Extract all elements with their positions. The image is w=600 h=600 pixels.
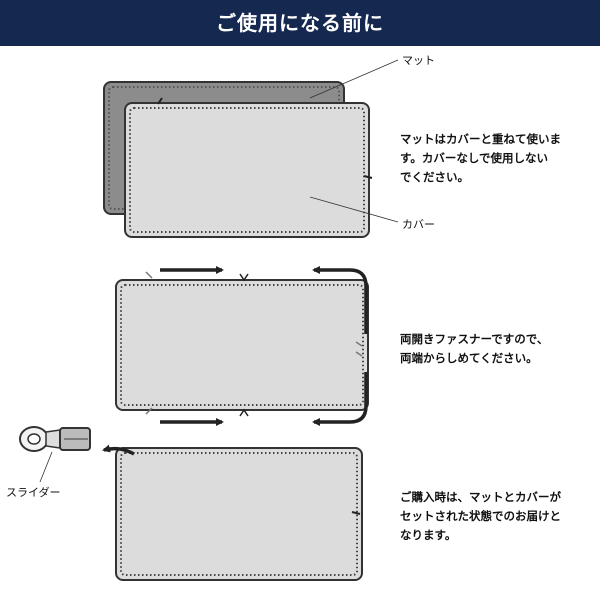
cover-zipper-dotted-3 bbox=[120, 452, 358, 576]
cover-shape-3 bbox=[115, 447, 363, 581]
mat-leader-line bbox=[309, 59, 399, 99]
mat-label: マット bbox=[402, 54, 435, 67]
description-line: 両端からしめてください。 bbox=[400, 351, 538, 365]
cover-zipper-dotted-2 bbox=[120, 284, 364, 406]
description-line: す。カバーなしで使用しない bbox=[400, 151, 549, 165]
cover-shape bbox=[124, 102, 370, 238]
slider-illustration bbox=[19, 426, 363, 581]
cover-shape-2 bbox=[115, 279, 369, 411]
description-zipper: 両開きファスナーですので、 両端からしめてください。 bbox=[400, 330, 548, 368]
double-zipper-illustration bbox=[115, 266, 369, 426]
description-usage: マットはカバーと重ねて使いま す。カバーなしで使用しない でください。 bbox=[400, 130, 561, 187]
description-line: マットはカバーと重ねて使いま bbox=[400, 132, 561, 146]
slider-label: スライダー bbox=[6, 486, 61, 499]
description-delivery: ご購入時は、マットとカバーが セットされた状態でのお届けと なります。 bbox=[400, 488, 561, 545]
header-bar: ご使用になる前に bbox=[0, 0, 600, 46]
description-line: でください。 bbox=[400, 170, 469, 184]
page-title: ご使用になる前に bbox=[216, 11, 384, 35]
cover-leader-line bbox=[309, 196, 399, 223]
cover-label: カバー bbox=[402, 218, 435, 231]
description-line: セットされた状態でのお届けと bbox=[400, 509, 561, 523]
mat-and-cover-illustration bbox=[103, 59, 399, 238]
slider-leader-line bbox=[39, 451, 53, 483]
description-line: 両開きファスナーですので、 bbox=[400, 332, 549, 346]
cover-zipper-dotted bbox=[129, 107, 365, 233]
slider-icon bbox=[19, 426, 91, 452]
arrow-to-slider bbox=[102, 444, 135, 456]
description-line: なります。 bbox=[400, 528, 457, 542]
arrow-bottom-right bbox=[312, 372, 368, 426]
arrow-top-right bbox=[312, 266, 368, 334]
description-line: ご購入時は、マットとカバーが bbox=[400, 490, 561, 504]
